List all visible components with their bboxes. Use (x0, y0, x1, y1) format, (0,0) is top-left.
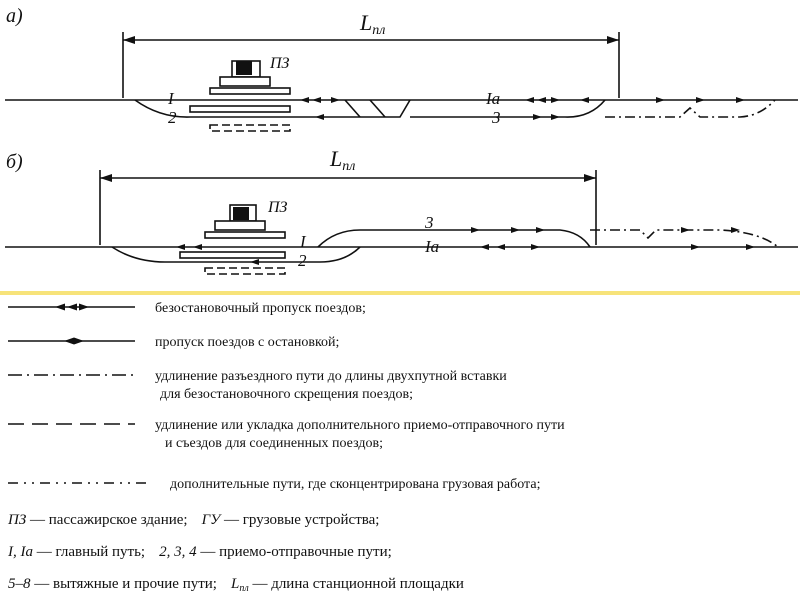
diagram-a-track-3-label: 3 (491, 108, 501, 127)
note-line-3: 5–8 — вытяжные и прочие пути;Lпл — длина… (8, 576, 464, 594)
diagram-b-track-2-label: 2 (298, 251, 307, 270)
diagram-a-track-main-label: I (167, 89, 175, 108)
diagram-b-track-3 (317, 229, 591, 248)
diagram-b-platform-1 (204, 231, 286, 239)
diagram-b-track-3-label: 3 (424, 213, 434, 232)
diagram-b-building (214, 204, 266, 231)
diagram-a-platform-1 (209, 87, 291, 95)
note-line-1: ПЗ — пассажирское здание;ГУ — грузовые у… (7, 512, 379, 528)
diagram-b-track-main-label: I (299, 232, 307, 251)
diagram-a-length-dimension: Lпл (122, 10, 620, 98)
diagram-a: а) Lпл ПЗ I (5, 5, 798, 132)
diagram-b-track-main-a-label: Iа (424, 237, 439, 256)
diagram-b-length-dimension: Lпл (99, 146, 597, 245)
diagram-a-track-2-label: 2 (168, 108, 177, 127)
legend-symbol-nonstop (8, 303, 135, 311)
diagram-a-platform-2 (189, 105, 291, 113)
legend-text-3b: для безостановочного скрещения поездов; (160, 387, 413, 402)
diagram-a-track-3 (410, 99, 606, 118)
diagram-b-building-label: ПЗ (267, 199, 288, 216)
diagram-a-length-label: Lпл (359, 10, 385, 38)
diagram-b-platform-2 (179, 251, 286, 259)
diagram-a-track-2 (134, 99, 411, 118)
diagram-a-arrows (300, 97, 745, 120)
notes: ПЗ — пассажирское здание;ГУ — грузовые у… (7, 512, 464, 594)
diagram-a-platform-3 (209, 124, 291, 132)
diagram-b-extension (590, 229, 779, 248)
diagram-a-crossover (344, 99, 361, 118)
legend-text-4b: и съездов для соединенных поездов; (165, 436, 383, 451)
diagram-a-building-label: ПЗ (269, 55, 290, 72)
legend-text-2: пропуск поездов с остановкой; (155, 335, 339, 350)
legend-text-3: удлинение разъездного пути до длины двух… (155, 369, 507, 384)
diagram-a-extension (605, 99, 776, 118)
diagram-b-track-2 (111, 246, 361, 263)
legend-text-4: удлинение или укладка дополнительного пр… (155, 418, 565, 433)
legend-divider (0, 291, 800, 295)
diagram-a-track-main-a-label: Iа (485, 89, 500, 108)
diagram-a-building (219, 60, 271, 87)
diagram-a-crossover-2 (369, 99, 386, 118)
legend-symbol-stop (8, 337, 135, 345)
diagram-b: б) Lпл ПЗ I 2 3 Iа (5, 146, 798, 275)
legend: безостановочный пропуск поездов; пропуск… (8, 301, 565, 492)
legend-text-1: безостановочный пропуск поездов; (155, 301, 366, 316)
legend-text-5: дополнительные пути, где сконцентрирован… (170, 477, 540, 492)
note-line-2: I, Iа — главный путь;2, 3, 4 — приемо-от… (7, 544, 392, 560)
diagram-b-label: б) (6, 151, 23, 173)
diagram-b-platform-3 (204, 267, 286, 275)
diagram-a-label: а) (6, 5, 23, 27)
diagram-b-arrows (176, 227, 755, 265)
diagram-b-length-label: Lпл (329, 146, 355, 174)
